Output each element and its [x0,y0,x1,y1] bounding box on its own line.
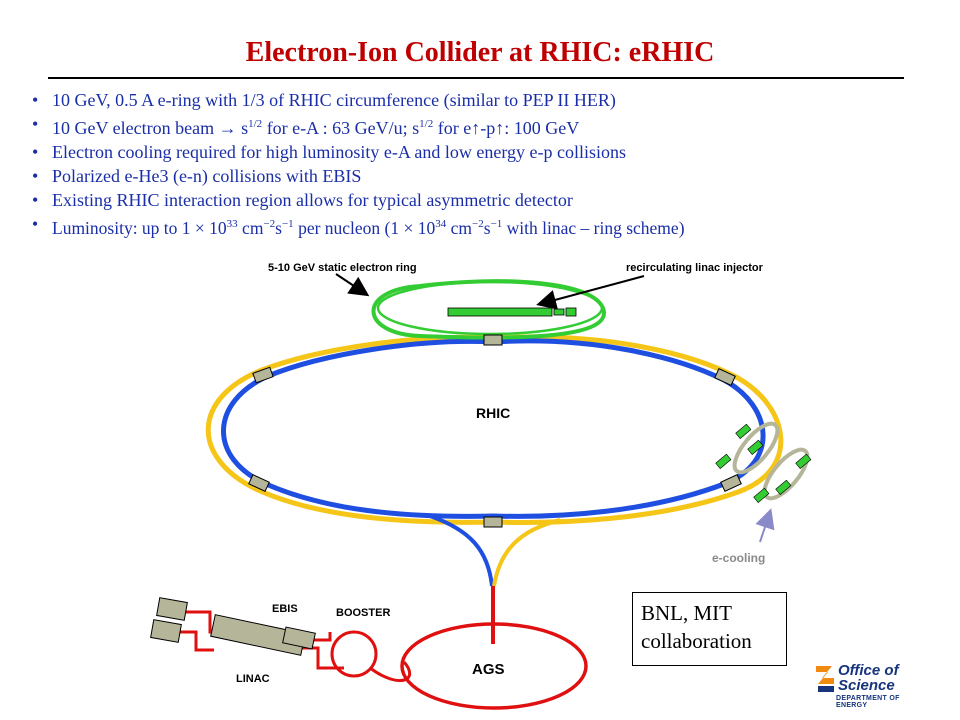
rhic-label: RHIC [476,405,510,421]
superscript: −2 [263,218,276,230]
bullet-item: Luminosity: up to 1 × 1033 cm−2s−1 per n… [30,212,942,240]
ebis-source [150,619,182,643]
bullet-text: Luminosity: up to 1 × 10 [52,217,227,238]
e-cooling-arrow [755,508,775,543]
linac-line [310,632,332,642]
bullet-text: for e↑-p↑: 100 GeV [433,118,580,138]
bullet-text: 10 GeV, 0.5 A e-ring with 1/3 of RHIC ci… [52,90,616,110]
static-ring-label: 5-10 GeV static electron ring [268,262,417,274]
magnet [248,474,270,492]
linac-injector-arrow [536,275,645,310]
bullet-text: Electron cooling required for high lumin… [52,142,627,162]
logo-dept: DEPARTMENT OF ENERGY [836,695,900,709]
bullet-item: Electron cooling required for high lumin… [30,140,942,164]
e-cooling-magnet [735,423,752,439]
e-cooling-magnet [795,453,812,469]
linac-injector-label: recirculating linac injector [626,262,764,274]
collaboration-box: BNL, MIT collaboration [632,592,787,666]
electron-ring [371,279,607,340]
magnet [720,474,742,492]
linac-label: LINAC [236,673,270,685]
bullet-list: 10 GeV, 0.5 A e-ring with 1/3 of RHIC ci… [30,88,942,240]
booster-ags-line [369,661,411,683]
linac-injector-bar [447,307,553,317]
linac-injector-bar [553,308,565,316]
blue-transfer-line [429,514,494,587]
bullet-text: for e-A : 63 GeV/u; s [262,118,420,138]
rhic-blue-ring [221,338,766,519]
e-cooling-loop [762,447,810,501]
logo-line: Science [838,677,895,694]
bullet-text: s [483,217,491,238]
e-cooling-magnet [747,439,764,455]
ebis-module [282,626,316,650]
title-divider [48,77,904,79]
magnet [714,368,736,386]
booster-label: BOOSTER [336,607,390,619]
bullet-text: cm [237,217,264,238]
doe-mark-icon [816,666,834,692]
superscript: 1/2 [248,118,263,130]
bullet-item: 10 GeV, 0.5 A e-ring with 1/3 of RHIC ci… [30,88,942,112]
ebis-source [156,597,188,621]
booster-ring [330,630,378,678]
linac-line [296,646,344,670]
static-ring-arrow [335,273,370,297]
yellow-transfer-line [492,518,561,587]
bullet-item: Existing RHIC interaction region allows … [30,188,942,212]
superscript: −1 [281,218,294,230]
linac-line [180,630,214,652]
collaboration-line: BNL, MIT [641,601,732,625]
office-of-science-logo: Office of Science DEPARTMENT OF ENERGY [812,662,922,709]
magnet [483,334,503,346]
bullet-text: cm [446,217,473,238]
bullet-text: Polarized e-He3 (e-n) collisions with EB… [52,166,362,186]
e-cooling-magnet [753,487,770,503]
e-cooling-magnet [715,453,732,469]
bullet-text: with linac – ring scheme) [502,217,685,238]
slide-title: Electron-Ion Collider at RHIC: eRHIC [245,37,715,68]
bullet-text: per nucleon (1 × 10 [293,217,436,238]
e-cooling-loop [732,421,780,475]
logo-text: Office of Science [838,663,899,693]
logo-line: Office of [838,662,899,679]
superscript: 33 [226,218,238,230]
linac-injector-bar [565,307,577,317]
magnet [252,366,274,384]
ags-label: AGS [472,661,505,678]
bullet-item: Polarized e-He3 (e-n) collisions with EB… [30,164,942,188]
magnet [483,516,503,528]
bullet-text: s [275,217,282,238]
superscript: 1/2 [419,118,434,130]
e-cooling-label: e-cooling [712,551,765,565]
collaboration-line: collaboration [641,629,752,653]
superscript: −1 [490,218,503,230]
bullet-text: 10 GeV electron beam → s [52,118,249,138]
electron-ring-inner [376,280,604,336]
bullet-item: 10 GeV electron beam → s1/2 for e-A : 63… [30,112,942,140]
superscript: 34 [435,218,447,230]
bullet-text: Existing RHIC interaction region allows … [52,190,573,210]
ags-ring [400,622,588,710]
e-cooling-magnet [775,479,792,495]
superscript: −2 [472,218,484,230]
ebis-label: EBIS [272,603,298,615]
